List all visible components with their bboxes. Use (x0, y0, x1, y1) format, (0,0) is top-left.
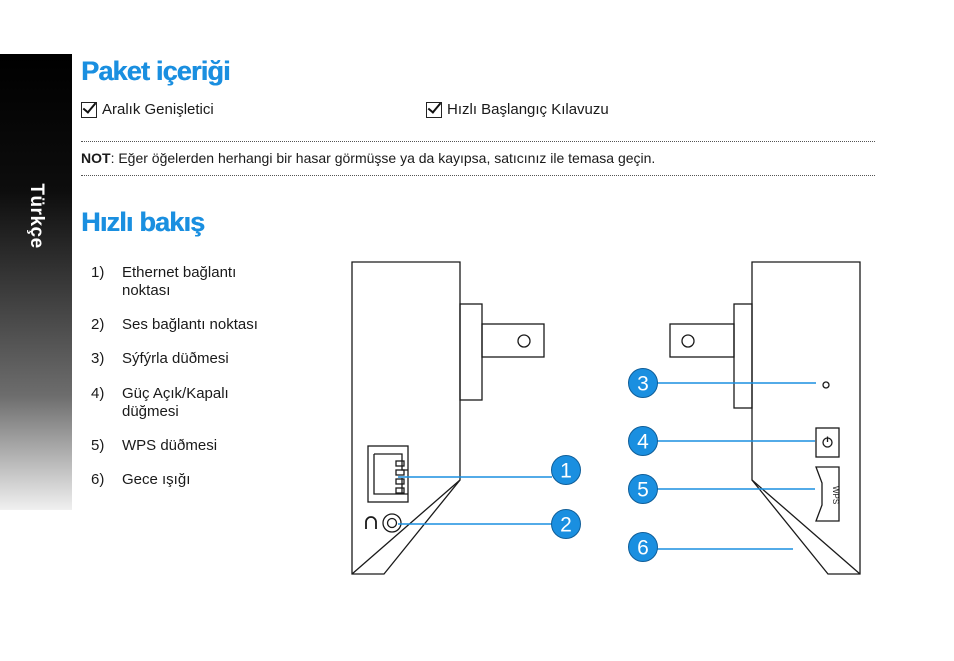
callout-number: 1 (560, 460, 572, 483)
checkbox-checked-icon (81, 101, 97, 118)
wps-button-label: WPS (831, 486, 840, 504)
list-item: 2) Ses bağlantı noktası (91, 316, 282, 334)
list-item: 1) Ethernet bağlantı noktası (91, 264, 262, 300)
list-item-number: 3) (91, 350, 105, 367)
list-item-number: 6) (91, 471, 105, 488)
callout-3-icon: 3 (628, 368, 658, 398)
list-item-label: Sýfýrla düðmesi (122, 350, 229, 367)
device-right-view (669, 261, 861, 575)
device-left-view (351, 261, 545, 575)
list-item-number: 2) (91, 316, 105, 333)
dotted-divider (81, 141, 875, 142)
callout-6-icon: 6 (628, 532, 658, 562)
package-contents-title: Paket içeriği (81, 56, 230, 86)
note-label: NOT (81, 150, 111, 166)
callout-number: 5 (637, 479, 649, 502)
callout-number: 6 (637, 537, 649, 560)
package-item-label: Hızlı Başlangıç Kılavuzu (447, 101, 609, 118)
callout-number: 2 (560, 514, 572, 537)
dotted-divider (81, 175, 875, 176)
list-item: 3) Sýfýrla düðmesi (91, 350, 282, 368)
list-item-number: 5) (91, 437, 105, 454)
callout-number: 4 (637, 431, 649, 454)
list-item: 6) Gece ışığı (91, 471, 282, 489)
note-text: NOT: Eğer öğelerden herhangi bir hasar g… (81, 150, 655, 166)
checkbox-checked-icon (426, 101, 442, 118)
list-item-number: 4) (91, 385, 105, 402)
package-item-2: Hızlı Başlangıç Kılavuzu (426, 101, 609, 118)
list-item-label: WPS düðmesi (122, 437, 218, 454)
list-item-label: Ses bağlantı noktası (122, 316, 258, 333)
callout-2-icon: 2 (551, 509, 581, 539)
list-item: 5) WPS düðmesi (91, 437, 282, 455)
callout-1-icon: 1 (551, 455, 581, 485)
list-item-label: Gece ışığı (122, 471, 191, 488)
list-item-label: Güç Açık/Kapalı düğmesi (122, 385, 229, 420)
callout-5-icon: 5 (628, 474, 658, 504)
callout-number: 3 (637, 373, 649, 396)
quick-look-title: Hızlı bakış (81, 207, 205, 237)
package-item-1: Aralık Genişletici (81, 101, 214, 118)
language-side-tab: Türkçe (0, 54, 72, 510)
list-item: 4) Güç Açık/Kapalı düğmesi (91, 385, 252, 421)
package-item-label: Aralık Genişletici (102, 101, 214, 118)
note-body: : Eğer öğelerden herhangi bir hasar görm… (110, 150, 656, 166)
list-item-label: Ethernet bağlantı noktası (122, 264, 237, 299)
callout-4-icon: 4 (628, 426, 658, 456)
list-item-number: 1) (91, 264, 105, 281)
